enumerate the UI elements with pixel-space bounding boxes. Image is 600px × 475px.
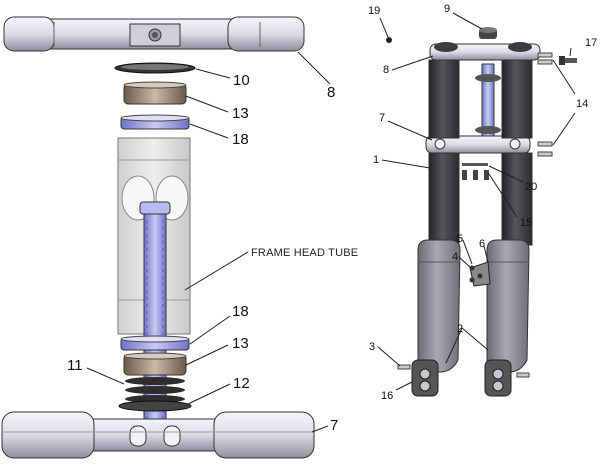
frame-head-tube-label: FRAME HEAD TUBE (251, 247, 358, 259)
callout-5: 5 (457, 233, 463, 245)
callout-6: 6 (479, 238, 485, 250)
callout-9: 9 (444, 3, 450, 15)
ball-part (386, 37, 392, 43)
callout-7-left: 7 (330, 417, 338, 434)
lower-bearing (123, 352, 187, 376)
right-bottom-clamp (425, 135, 531, 154)
callout-15: 15 (520, 217, 532, 229)
callout-7-right: 7 (379, 112, 385, 124)
callout-18-upper: 18 (232, 131, 249, 148)
fork-tubes (428, 59, 533, 246)
axle-bolt (397, 364, 411, 370)
axle-bolt-right (516, 372, 530, 378)
callout-1: 1 (373, 154, 379, 166)
callout-12: 12 (233, 375, 250, 392)
stem-cap (479, 27, 497, 39)
small-fasteners (462, 163, 489, 180)
clamp-bolts (537, 52, 553, 157)
callout-13-upper: 13 (232, 105, 249, 122)
right-assembled-fork-view: 19 9 17 8 14 7 1 20 15 5 6 4 2 3 16 (368, 3, 597, 402)
fork-lower-legs (417, 239, 530, 373)
callout-18-lower: 18 (232, 303, 249, 320)
callout-3: 3 (369, 341, 375, 353)
brake-guard-parts (469, 261, 491, 287)
right-top-clamp (429, 42, 541, 61)
upper-bearing-race (120, 114, 190, 130)
callout-14: 14 (576, 98, 588, 110)
lower-seal-washers (125, 377, 185, 403)
callout-13-lower: 13 (232, 335, 249, 352)
lower-bearing-race (120, 335, 190, 351)
axle-clamps (411, 359, 512, 397)
callout-8-right: 8 (383, 64, 389, 76)
callout-19: 19 (368, 5, 380, 17)
top-bolt (559, 56, 577, 65)
callout-17: 17 (585, 37, 597, 49)
bottom-triple-clamp (1, 411, 315, 459)
lower-dust-cover (118, 400, 192, 412)
callout-16: 16 (381, 390, 393, 402)
callout-10: 10 (233, 72, 250, 89)
top-triple-clamp (3, 16, 305, 52)
callout-2: 2 (457, 323, 463, 335)
callout-8-left: 8 (327, 84, 335, 101)
callout-20: 20 (525, 181, 537, 193)
upper-bearing (123, 81, 187, 105)
left-exploded-view: 8 10 13 18 18 13 11 12 7 FRAME HEAD TUBE (1, 16, 358, 459)
callout-11: 11 (67, 357, 83, 374)
callout-4: 4 (452, 251, 458, 263)
